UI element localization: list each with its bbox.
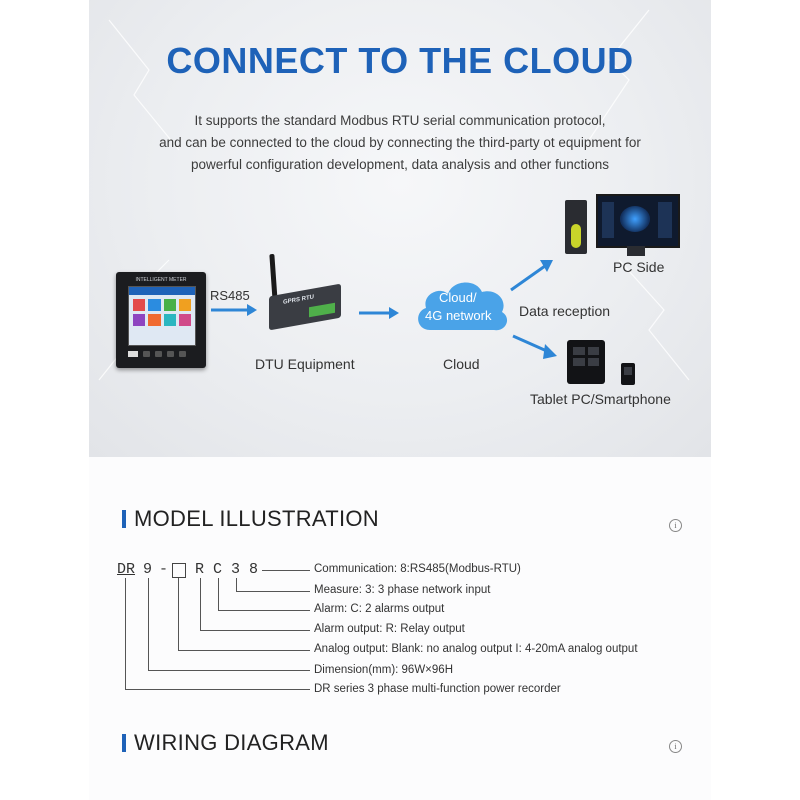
meter-app-tile [133,314,146,326]
hero-description-line-2: and can be connected to the cloud by con… [159,135,641,150]
meter-device: INTELLIGENT METER [116,272,206,368]
model-code-measure: 3 [231,561,241,578]
meter-button [167,351,174,357]
spec-alarm-output: Alarm output: R: Relay output [314,623,465,635]
data-reception-label: Data reception [519,303,611,319]
cloud-text-2: 4G network [425,308,492,323]
rs485-label: RS485 [210,288,250,303]
model-code-dimension: 9 [143,561,153,578]
arrow-to-pc [510,260,553,292]
meter-button [155,351,162,357]
arrow-rs485 [211,304,257,316]
meter-screen-header [129,287,195,295]
smartphone-icon [621,363,635,385]
meter-buttons [128,351,194,359]
meter-usb-port [128,351,138,357]
dtu-body: GPRS RTU [269,283,341,331]
pc-dashboard-panel [658,202,672,238]
right-margin [711,0,800,800]
dtu-terminal [309,302,335,318]
hero-description-line-1: It supports the standard Modbus RTU seri… [194,113,606,128]
wiring-title-bar [122,734,126,752]
spec-section [89,457,711,800]
pc-dashboard-panel [602,202,614,238]
spec-alarm: Alarm: C: 2 alarms output [314,603,445,615]
spec-dimension: Dimension(mm): 96W×96H [314,664,453,676]
info-icon[interactable]: i [669,740,682,753]
spec-communication: Communication: 8:RS485(Modbus-RTU) [314,563,521,575]
pc-monitor-icon [596,194,680,248]
spec-series: DR series 3 phase multi-function power r… [314,683,561,695]
arrow-to-cloud [359,307,399,319]
tablet-app-grid [567,340,605,373]
wiring-diagram-title: WIRING DIAGRAM [134,730,329,755]
pc-tower-icon [565,200,587,254]
meter-button [143,351,150,357]
pc-dashboard-globe [620,206,650,232]
model-title-bar [122,510,126,528]
dtu-device: GPRS RTU [267,253,349,334]
model-code-alarm: C [213,561,223,578]
meter-app-tile [163,299,176,311]
meter-screen-label: INTELLIGENT METER [135,277,187,283]
model-code-dash: - [159,561,169,578]
pc-label: PC Side [613,259,665,275]
hero-description: It supports the standard Modbus RTU seri… [109,110,691,176]
meter-app-tile [163,314,176,326]
pc-tower-light [571,224,581,248]
meter-app-tile [178,314,191,326]
cloud-label: Cloud [443,356,480,372]
meter-app-tile [148,299,161,311]
tablet-label: Tablet PC/Smartphone [530,391,671,407]
dtu-label: DTU Equipment [255,356,355,372]
meter-screen [128,286,196,346]
info-icon[interactable]: i [669,519,682,532]
hero-description-line-3: powerful configuration development, data… [190,157,609,172]
tablet-icon [567,340,605,384]
meter-app-tile [133,299,146,311]
dtu-device-text: GPRS RTU [283,294,315,306]
model-code-communication: 8 [249,561,259,578]
meter-app-tile [178,299,191,311]
left-margin [0,0,89,800]
hero-title: CONNECT TO THE CLOUD [166,40,634,81]
cloud-icon [418,282,508,331]
meter-button [179,351,186,357]
cloud-text-1: Cloud/ [439,290,477,305]
meter-app-grid [129,295,195,330]
cloud-hero-section: CONNECT TO THE CLOUD It supports the sta… [89,0,711,457]
model-code-prefix: DR [117,561,136,578]
pc-monitor-stand [627,246,645,256]
spec-measure: Measure: 3: 3 phase network input [314,584,491,596]
model-illustration-title: MODEL ILLUSTRATION [134,506,379,531]
model-code-relay: R [195,561,205,578]
spec-analog-output: Analog output: Blank: no analog output I… [314,643,638,655]
arrow-to-tablet [512,334,557,359]
meter-app-tile [148,314,161,326]
model-code-analog-box [172,563,186,578]
